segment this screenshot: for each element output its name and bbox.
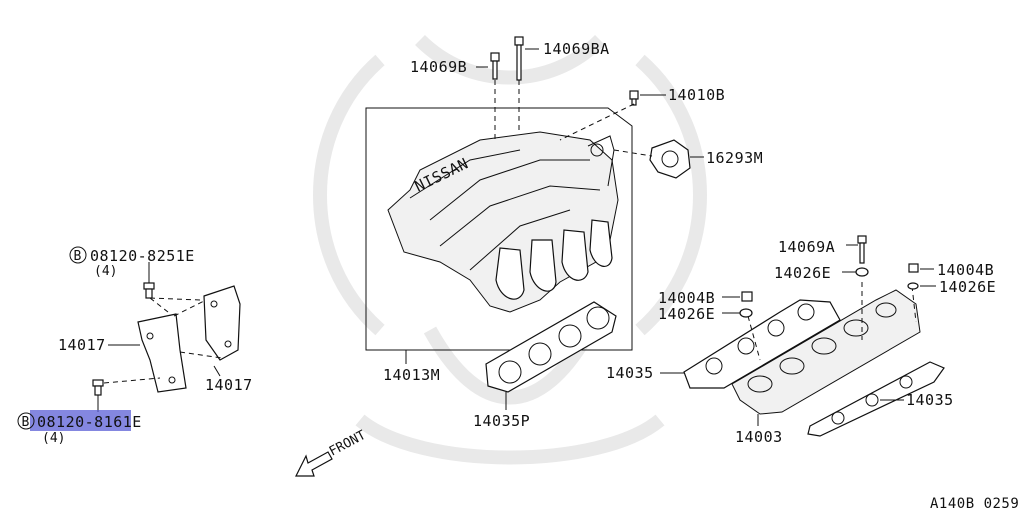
collector-assembly: NISSAN [365, 107, 633, 351]
label-14035-left: 14035 [606, 364, 654, 382]
front-arrow: FRONT [295, 428, 369, 477]
nut-14004b-left[interactable] [741, 291, 753, 302]
label-08120-8161e: 08120-8161E [37, 413, 142, 431]
label-14069ba: 14069BA [543, 40, 610, 58]
callout-08120-8251e: B 08120-8251E (4) [69, 246, 195, 279]
label-14069b: 14069B [410, 58, 467, 76]
bolt-b-symbol-top [69, 246, 87, 264]
bolt-14069a-part[interactable] [857, 235, 867, 264]
label-14026e-left: 14026E [658, 305, 715, 323]
label-08120-8251e: 08120-8251E [90, 247, 195, 265]
label-14004b-left: 14004B [658, 289, 715, 307]
bracket-14017-right[interactable] [203, 285, 241, 361]
bolt-08120-8251e-part[interactable] [143, 262, 155, 299]
label-14013m: 14013M [383, 366, 440, 384]
callout-08120-8161e: B 08120-8161E (4) [17, 410, 142, 446]
gasket-14035-left[interactable] [683, 299, 841, 389]
bolt-b-symbol-top-text: B [74, 249, 82, 264]
washer-14026e-left[interactable] [739, 308, 753, 318]
gasket-14035p-part[interactable] [485, 301, 617, 393]
label-14069a: 14069A [778, 238, 835, 256]
label-08120-8161e-qty: (4) [42, 431, 65, 446]
bolt-14069b-part[interactable] [490, 52, 500, 80]
bracket-14017-left[interactable] [137, 313, 187, 393]
label-14017-left: 14017 [58, 336, 106, 354]
lower-manifold-group [660, 235, 945, 437]
label-14010b: 14010B [668, 86, 725, 104]
gasket-16293m-part[interactable] [649, 139, 691, 179]
arrow-icon [295, 451, 333, 477]
front-label: FRONT [327, 428, 369, 460]
selection-highlight [30, 410, 131, 431]
manifold-outline-box [365, 107, 633, 351]
washer-14026e-right[interactable] [907, 282, 919, 290]
bolt-b-symbol-bottom [17, 412, 35, 430]
gasket-14035-right[interactable] [807, 361, 945, 437]
label-14003: 14003 [735, 428, 783, 446]
label-08120-8251e-qty: (4) [94, 264, 117, 279]
label-16293m: 16293M [706, 149, 763, 167]
label-14026e-right: 14026E [939, 278, 996, 296]
label-14026e-top: 14026E [774, 264, 831, 282]
label-14035p: 14035P [473, 412, 530, 430]
washer-14026e-top[interactable] [855, 267, 869, 277]
bolt-b-symbol-bottom-text: B [22, 415, 30, 430]
bolt-08120-8161e-part[interactable] [92, 379, 104, 412]
label-14035-right: 14035 [906, 391, 954, 409]
bracket-group [92, 262, 241, 412]
catalog-code: A140B 0259 [930, 496, 1019, 511]
bolt-14010b-part[interactable] [629, 90, 639, 106]
label-14004b-right: 14004B [937, 261, 994, 279]
label-14017-right: 14017 [205, 376, 253, 394]
nut-14004b-right[interactable] [908, 263, 919, 273]
lower-manifold-14003[interactable] [731, 289, 921, 415]
